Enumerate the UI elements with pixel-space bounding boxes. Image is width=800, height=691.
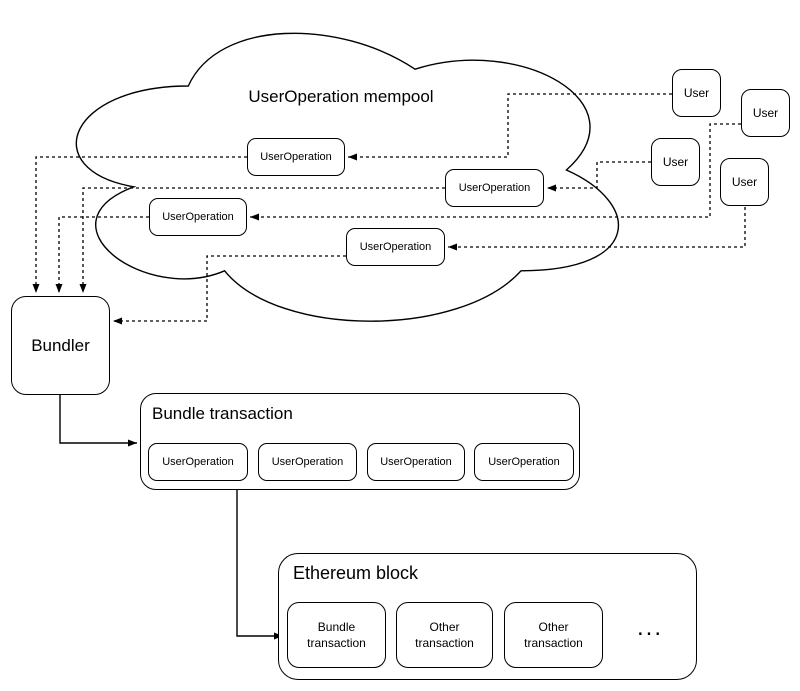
mempool-userop-node-4: UserOperation	[346, 228, 445, 266]
tx-label-line2: transaction	[307, 636, 366, 650]
user-node-4: User	[720, 158, 769, 206]
ethereum-block-title: Ethereum block	[293, 563, 419, 583]
bundle-userop-node-4: UserOperation	[474, 443, 574, 481]
tx-label-line1: Bundle	[317, 620, 356, 634]
mempool-cloud	[75, 32, 619, 322]
bundle-userop-node-2: UserOperation	[258, 443, 357, 481]
user-node-3: User	[651, 138, 700, 186]
edge-bundle-transaction-to-ethereum-block	[236, 490, 283, 640]
tx-label-line1: Other	[538, 620, 569, 634]
bundle-transaction-title: Bundle transaction	[152, 404, 293, 423]
edge-userop2-to-bundler	[79, 187, 445, 293]
edge-userop1-to-bundler	[32, 156, 247, 293]
mempool-userop-node-1: UserOperation	[247, 138, 345, 176]
tx-box-label: Other transaction	[415, 619, 474, 651]
bundler-node: Bundler	[11, 296, 110, 395]
user-node-2: User	[741, 89, 790, 137]
tx-label-line1: Other	[429, 620, 460, 634]
mempool-userop-node-3: UserOperation	[149, 198, 247, 236]
bundle-userop-node-1: UserOperation	[148, 443, 248, 481]
edge-userop3-to-bundler	[55, 216, 149, 293]
ethereum-block-ellipsis: ...	[636, 614, 663, 641]
user-node-1: User	[672, 69, 721, 117]
ethereum-block-bundle-transaction-node: Bundle transaction	[287, 602, 386, 668]
ethereum-block-other-transaction-node-2: Other transaction	[504, 602, 603, 668]
tx-label-line2: transaction	[524, 636, 583, 650]
mempool-userop-node-2: UserOperation	[445, 169, 544, 207]
edge-user2-to-userop3	[250, 123, 741, 221]
bundle-userop-node-3: UserOperation	[367, 443, 465, 481]
ethereum-block-other-transaction-node-1: Other transaction	[396, 602, 493, 668]
mempool-title: UserOperation mempool	[248, 87, 434, 106]
edge-bundler-to-bundle-transaction	[59, 395, 137, 447]
edge-user3-to-userop2	[547, 161, 651, 192]
tx-box-label: Other transaction	[524, 619, 583, 651]
tx-label-line2: transaction	[415, 636, 474, 650]
edge-user1-to-userop1	[348, 93, 672, 161]
tx-box-label: Bundle transaction	[307, 619, 366, 651]
edge-user4-to-userop4	[448, 207, 746, 251]
